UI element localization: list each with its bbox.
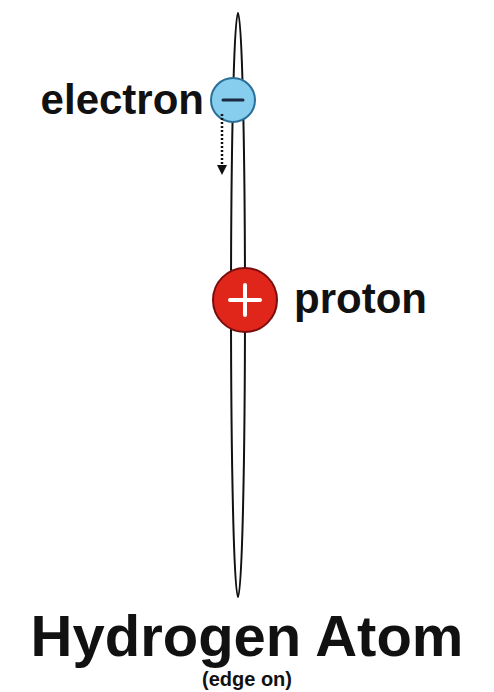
electron-circle xyxy=(211,78,255,122)
proton-label-holder: proton xyxy=(294,277,427,321)
plus-sign xyxy=(230,285,260,315)
diagram-caption: (edge on) xyxy=(202,669,292,690)
proton-circle xyxy=(213,268,277,332)
diagram-title-holder: Hydrogen Atom xyxy=(31,606,464,667)
motion-arrow xyxy=(221,114,224,170)
proton-label: proton xyxy=(294,277,427,321)
electron-label: electron xyxy=(41,78,204,122)
diagram-caption-holder: (edge on) xyxy=(202,669,292,690)
minus-sign xyxy=(223,99,243,102)
electron-label-holder: electron xyxy=(41,78,204,122)
diagram-title: Hydrogen Atom xyxy=(31,606,464,667)
